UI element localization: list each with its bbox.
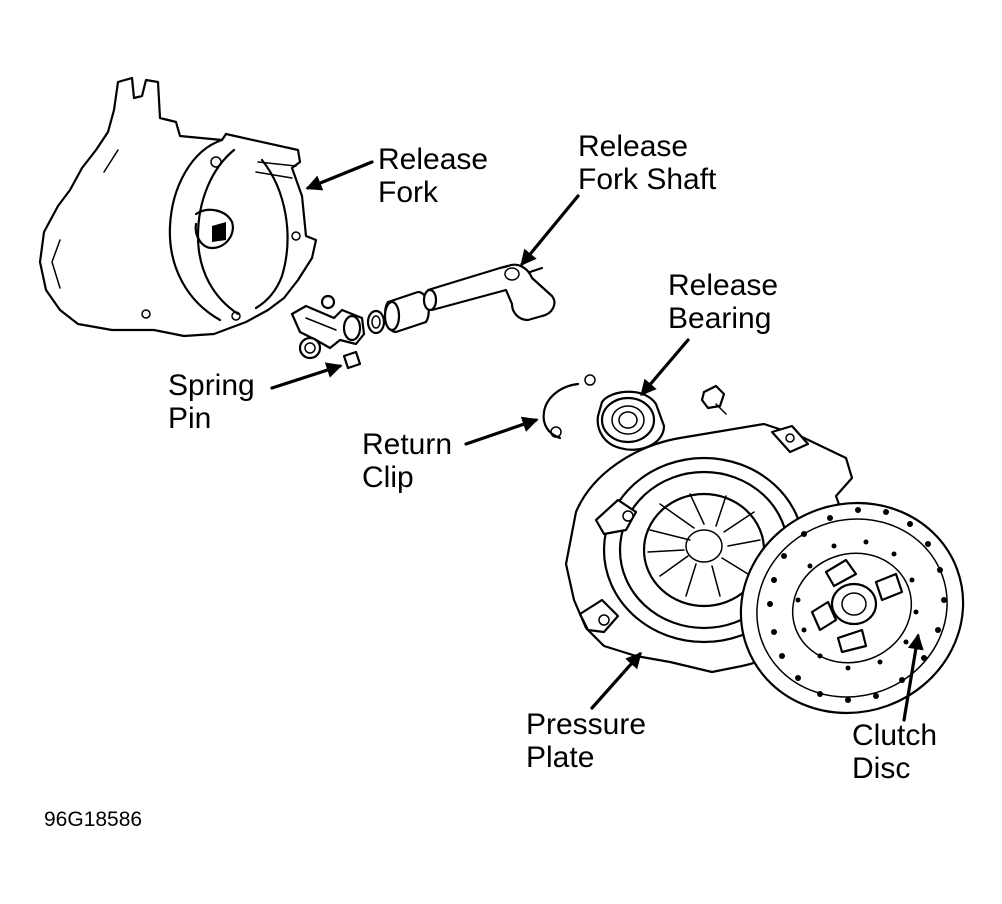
label-pressure-plate: Pressure Plate — [526, 708, 646, 774]
label-release-fork: Release Fork — [378, 143, 488, 209]
arrow-spring-pin — [270, 362, 343, 390]
return-clip-part — [542, 374, 596, 440]
label-release-bearing-line2: Bearing — [668, 302, 772, 335]
label-clutch-disc: Clutch Disc — [852, 719, 937, 785]
label-release-fork-shaft-line2: Fork Shaft — [578, 163, 717, 196]
label-release-fork-shaft-line1: Release — [578, 130, 689, 163]
figure-code: 96G18586 — [44, 808, 143, 831]
label-return-clip-line1: Return — [362, 428, 453, 461]
arrow-clutch-disc — [902, 633, 924, 722]
label-release-bearing-line1: Release — [668, 269, 779, 302]
transaxle-housing — [38, 76, 318, 338]
label-spring-pin-line1: Spring — [168, 369, 255, 402]
spring-pin-part — [342, 350, 362, 370]
bushing-part — [366, 290, 430, 335]
arrow-return-clip — [464, 416, 539, 446]
label-return-clip-line2: Clip — [362, 461, 414, 494]
arrow-pressure-plate — [590, 652, 642, 710]
release-fork-part — [290, 294, 366, 360]
bolt-part — [700, 384, 727, 415]
leader-arrows — [270, 160, 924, 722]
label-pressure-plate-line1: Pressure — [526, 708, 647, 741]
arrow-release-bearing — [640, 338, 690, 397]
label-return-clip: Return Clip — [362, 428, 452, 494]
clutch-disc-part — [739, 501, 965, 715]
label-release-fork-line2: Fork — [378, 176, 438, 209]
label-clutch-disc-line2: Disc — [852, 752, 911, 785]
label-spring-pin-line2: Pin — [168, 402, 212, 435]
label-clutch-disc-line1: Clutch — [852, 719, 938, 752]
label-spring-pin: Spring Pin — [168, 369, 255, 435]
release-bearing-part — [596, 390, 666, 451]
arrow-release-fork-shaft — [520, 194, 580, 267]
arrow-release-fork — [305, 160, 374, 191]
label-release-fork-shaft: Release Fork Shaft — [578, 130, 716, 196]
label-pressure-plate-line2: Plate — [526, 741, 595, 774]
label-release-bearing: Release Bearing — [668, 269, 778, 335]
release-fork-shaft-part — [422, 263, 556, 322]
label-release-fork-line1: Release — [378, 143, 489, 176]
